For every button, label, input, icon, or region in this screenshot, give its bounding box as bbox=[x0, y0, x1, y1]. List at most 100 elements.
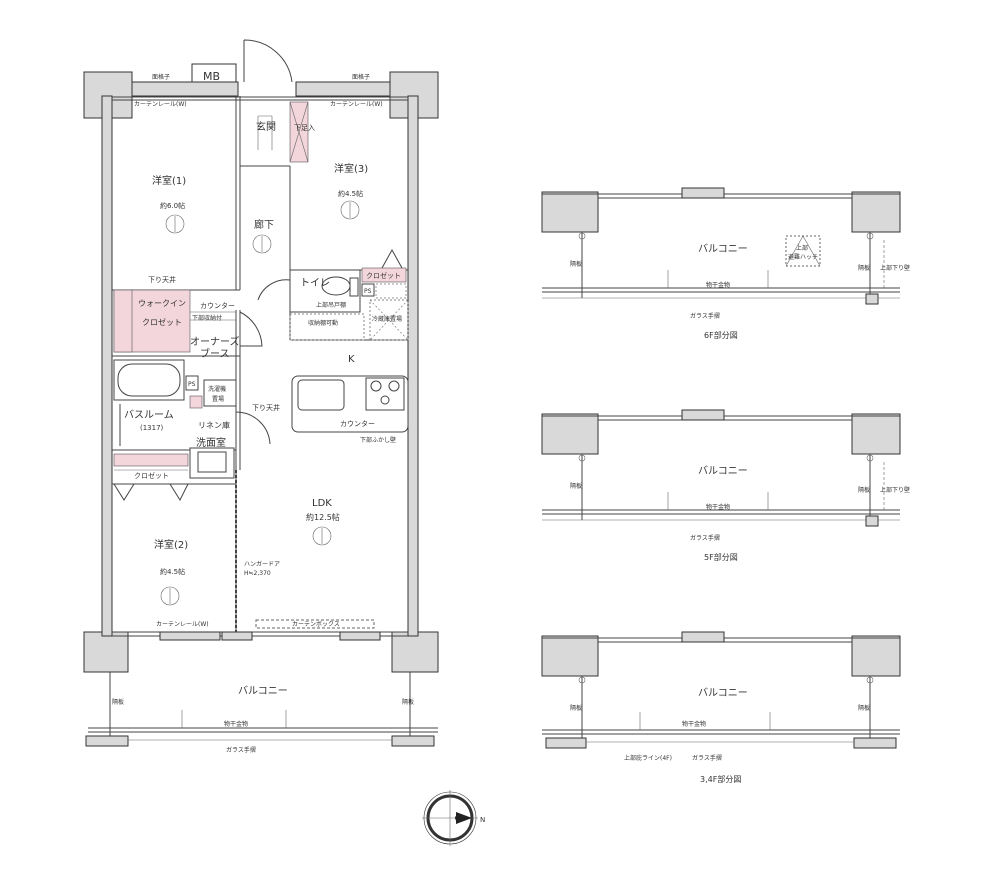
outer-wall-right bbox=[407, 95, 419, 637]
closet-bottom bbox=[113, 453, 189, 467]
main-plan-labels: MB 面格子 面格子 カーテンレール(W) カーテンレール(W) 玄関 下足入 … bbox=[112, 70, 414, 754]
storage-right-label: 冷蔵庫置場 bbox=[372, 315, 402, 323]
partial-34f-plan bbox=[541, 631, 901, 749]
washer-space bbox=[203, 379, 237, 407]
partial-34f-labels: バルコニー 隔板 隔板 物干金物 上部庇ライン(4F) ガラス手摺 3,4F部分… bbox=[570, 687, 870, 784]
partition-right-34f: 隔板 bbox=[858, 704, 870, 712]
hanging-wall-5f: 上部下り壁 bbox=[880, 486, 910, 494]
balcony-5f-label: バルコニー bbox=[698, 465, 748, 477]
dryer-6f: 物干金物 bbox=[706, 281, 730, 289]
eave-34f: 上部庇ライン(4F) bbox=[624, 754, 672, 762]
ceiling-lights bbox=[160, 200, 360, 606]
room3-label: 洋室(3) bbox=[334, 162, 368, 175]
entrance-label: 玄関 bbox=[256, 120, 276, 133]
entrance-door bbox=[243, 39, 293, 83]
title-5f: 5F部分図 bbox=[704, 552, 738, 562]
curtain-box-label: カーテンボックス bbox=[292, 620, 340, 628]
ps-box-2 bbox=[185, 375, 199, 391]
curtain-right-label: カーテンレール(W) bbox=[330, 101, 383, 108]
balcony-6f-label: バルコニー bbox=[698, 243, 748, 255]
glass-34f: ガラス手摺 bbox=[692, 754, 722, 762]
closet-top bbox=[361, 267, 407, 283]
storage-shelf bbox=[289, 313, 365, 341]
room1-size: 約6.0帖 bbox=[160, 201, 185, 210]
room2-size: 約4.5帖 bbox=[160, 567, 185, 576]
partial-6f-plan bbox=[541, 187, 901, 305]
storage-left-label: 収納棚可動 bbox=[308, 319, 338, 327]
bath-size-label: (1317) bbox=[140, 424, 164, 432]
column-bottom-right bbox=[391, 631, 439, 673]
ldk-label: LDK bbox=[312, 498, 332, 509]
compass: N bbox=[422, 790, 485, 846]
partition-left-5f: 隔板 bbox=[570, 482, 582, 490]
counter-label: カウンター bbox=[340, 419, 375, 428]
north-label: N bbox=[480, 816, 485, 824]
main-floor-plan bbox=[83, 39, 439, 747]
partial-6f-labels: バルコニー 上部 避難ハッチ 隔板 隔板 上部下り壁 物干金物 ガラス手摺 6F… bbox=[570, 243, 910, 340]
glass-label: ガラス手摺 bbox=[226, 746, 256, 754]
room3-size: 約4.5帖 bbox=[338, 189, 363, 198]
partition-left-6f: 隔板 bbox=[570, 260, 582, 268]
hanging-wall-6f: 上部下り壁 bbox=[880, 264, 910, 272]
kitchen-sink bbox=[297, 379, 345, 411]
ceiling1-label: 下り天井 bbox=[148, 275, 176, 284]
fridge-space bbox=[369, 299, 409, 341]
washroom-label: 洗面室 bbox=[196, 436, 226, 449]
upper-shelf-label: 上部吊戸棚 bbox=[316, 301, 346, 309]
partition-right-label: 隔板 bbox=[402, 698, 414, 706]
hanger1-label: ハンガードア bbox=[244, 560, 280, 568]
curtain-left-label: カーテンレール(W) bbox=[134, 101, 187, 108]
outer-wall-left bbox=[101, 95, 113, 637]
north-arrow-icon bbox=[456, 812, 472, 824]
hatch1-label: 上部 bbox=[796, 244, 808, 252]
counter-small-label: カウンター bbox=[200, 301, 235, 310]
hallway-label: 廊下 bbox=[254, 218, 274, 231]
under-cabinet-label: 下部収納付 bbox=[192, 314, 222, 322]
partial-5f-plan bbox=[541, 409, 901, 527]
closet-top-label: クロゼット bbox=[366, 271, 401, 280]
lattice-right-label: 面格子 bbox=[352, 73, 370, 81]
lattice-left-label: 面格子 bbox=[152, 73, 170, 81]
walkin2-label: クロゼット bbox=[142, 317, 182, 327]
ps2-label: PS bbox=[188, 381, 196, 388]
walkin1-label: ウォークイン bbox=[138, 299, 186, 308]
dryer-34f: 物干金物 bbox=[682, 720, 706, 728]
under-wall-label: 下部ふかし壁 bbox=[360, 436, 396, 444]
partial-5f-labels: バルコニー 隔板 隔板 上部下り壁 物干金物 ガラス手摺 5F部分図 bbox=[570, 465, 910, 562]
shoe-label: 下足入 bbox=[294, 124, 315, 132]
ps-box-1 bbox=[361, 283, 375, 297]
title-34f: 3,4F部分図 bbox=[700, 774, 741, 784]
hanger2-label: H≒2,370 bbox=[244, 570, 271, 577]
owners1-label: オーナーズ bbox=[190, 335, 240, 348]
closet-bottom-label: クロゼット bbox=[134, 471, 169, 480]
ldk-size-label: 約12.5帖 bbox=[306, 512, 340, 522]
mb-label: MB bbox=[203, 70, 220, 83]
owners2-label: ブース bbox=[200, 347, 230, 360]
toilet-label: トイレ bbox=[300, 278, 330, 289]
ps1-label: PS bbox=[364, 288, 372, 295]
dryer-5f: 物干金物 bbox=[706, 503, 730, 511]
bathtub bbox=[117, 363, 181, 397]
partition-right-6f: 隔板 bbox=[858, 264, 870, 272]
glass-6f: ガラス手摺 bbox=[690, 312, 720, 320]
dryer-label: 物干金物 bbox=[224, 720, 248, 728]
partition-right-5f: 隔板 bbox=[858, 486, 870, 494]
partition-left-34f: 隔板 bbox=[570, 704, 582, 712]
balcony-label: バルコニー bbox=[238, 685, 288, 697]
washer1-label: 洗濯機 bbox=[208, 385, 226, 393]
linen-label: リネン庫 bbox=[198, 420, 230, 430]
hatch2-label: 避難ハッチ bbox=[788, 253, 818, 261]
balcony-34f-label: バルコニー bbox=[698, 687, 748, 699]
ceiling2-label: 下り天井 bbox=[252, 403, 280, 412]
partition-left-label: 隔板 bbox=[112, 698, 124, 706]
curtain-bottom-label: カーテンレール(W) bbox=[156, 621, 209, 628]
k-label: K bbox=[348, 354, 355, 365]
column-bottom-left bbox=[83, 631, 129, 673]
bath-label: バスルーム bbox=[124, 409, 174, 421]
title-6f: 6F部分図 bbox=[704, 330, 738, 340]
glass-5f: ガラス手摺 bbox=[690, 534, 720, 542]
washer2-label: 置場 bbox=[212, 395, 224, 403]
room2-label: 洋室(2) bbox=[154, 538, 188, 551]
room1-label: 洋室(1) bbox=[152, 174, 186, 187]
